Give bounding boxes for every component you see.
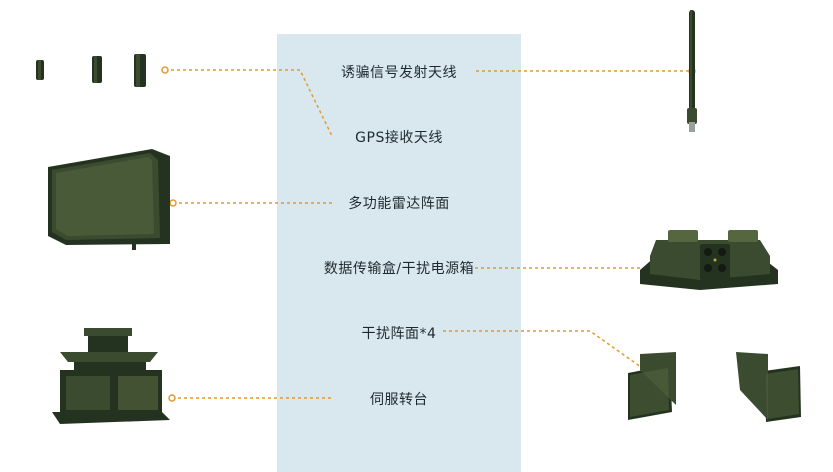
- label-radar-array: 多功能雷达阵面: [348, 196, 450, 212]
- label-jammer-array: 干扰阵面*4: [361, 326, 437, 342]
- jammer-panels-icon: [628, 352, 801, 422]
- label-data-box: 数据传输盒/干扰电源箱: [323, 261, 475, 277]
- whip-antenna-icon: [687, 10, 697, 132]
- connector-gps-antenna: [165, 69, 333, 137]
- transmission-box-icon: [640, 230, 778, 290]
- connector-dot-radar-array: [169, 199, 177, 207]
- connector-jammer-array: [443, 330, 649, 373]
- servo-turntable-icon: [52, 328, 170, 424]
- gps-antennas-icon: [36, 54, 146, 87]
- label-turntable: 伺服转台: [370, 392, 428, 408]
- radar-panel-icon: [48, 149, 170, 250]
- connector-dot-turntable: [168, 394, 176, 402]
- label-gps-antenna: GPS接收天线: [355, 130, 443, 146]
- label-decoy-antenna: 诱骗信号发射天线: [341, 65, 457, 81]
- connector-dot-gps-antenna: [161, 66, 169, 74]
